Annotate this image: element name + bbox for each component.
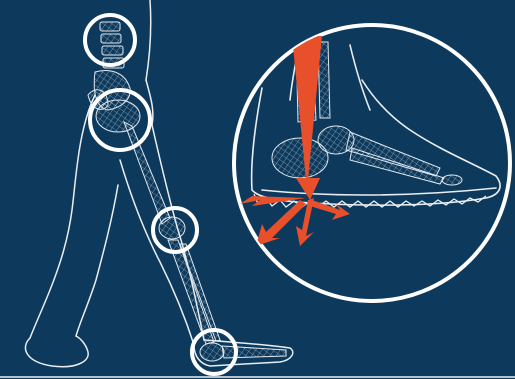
foot-detail-inset <box>234 25 510 301</box>
